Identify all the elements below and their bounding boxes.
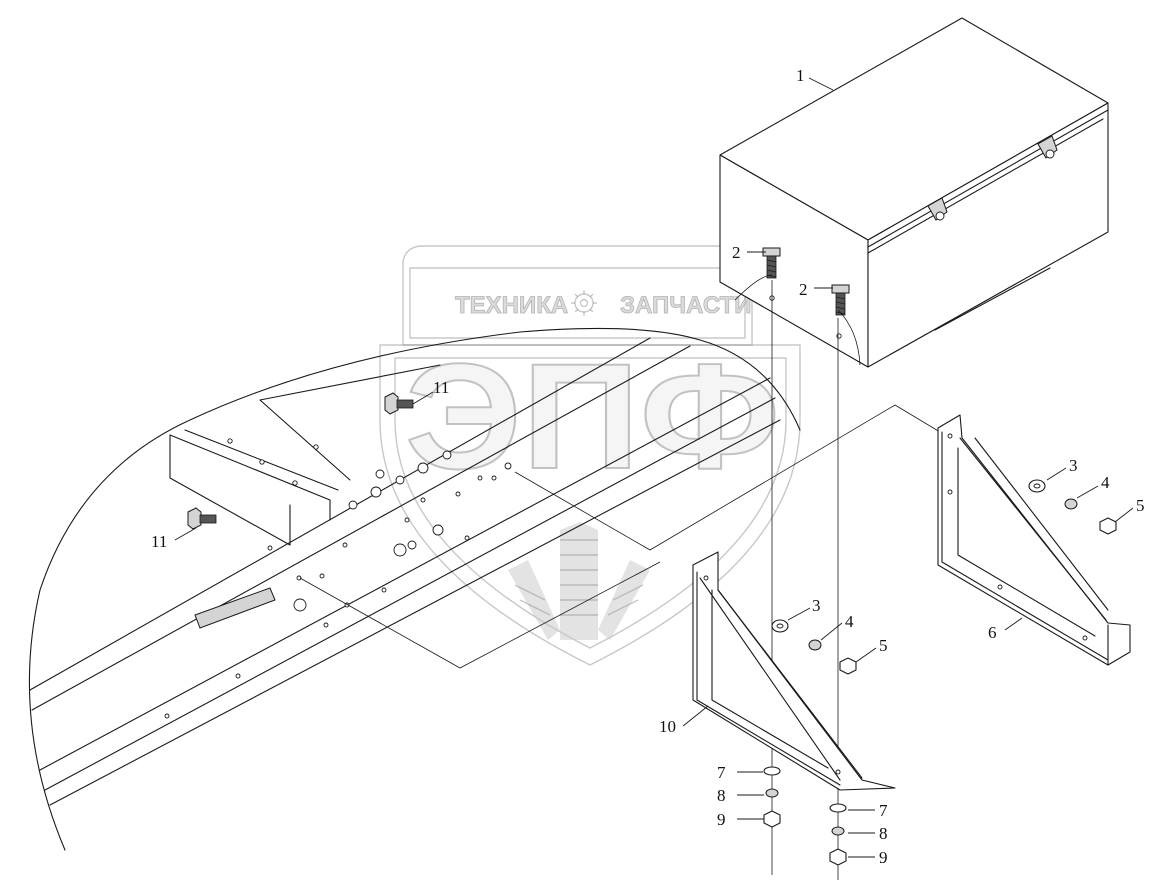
callout-4: 4 bbox=[1101, 473, 1110, 492]
nut bbox=[839, 657, 857, 675]
nut bbox=[763, 810, 781, 828]
callout-9: 9 bbox=[879, 848, 888, 867]
washer bbox=[763, 766, 781, 776]
callout-5: 5 bbox=[879, 636, 888, 655]
lock-washer bbox=[831, 826, 845, 836]
callout-9: 9 bbox=[717, 810, 726, 829]
callout-8: 8 bbox=[717, 786, 726, 805]
bolt bbox=[762, 247, 781, 279]
callout-8: 8 bbox=[879, 824, 888, 843]
watermark: ТЕХНИКА ЗАПЧАСТИ ЭПФ bbox=[379, 245, 801, 666]
frame-rail bbox=[28, 327, 801, 851]
callout-labels: 1 2 2 3 4 5 3 4 5 6 7 8 9 7 8 9 10 11 11 bbox=[151, 66, 1145, 867]
wheat-emblem bbox=[508, 522, 650, 640]
reference-lines bbox=[299, 404, 951, 669]
watermark-text-left: ТЕХНИКА bbox=[455, 292, 568, 319]
callout-2: 2 bbox=[799, 280, 808, 299]
bracket-10 bbox=[692, 551, 896, 791]
callout-2: 2 bbox=[732, 243, 741, 262]
nut bbox=[829, 848, 847, 866]
bolt bbox=[187, 507, 217, 530]
bracket-6 bbox=[937, 414, 1131, 666]
latch-icon bbox=[1037, 135, 1058, 159]
watermark-text-right: ЗАПЧАСТИ bbox=[620, 292, 752, 319]
nut bbox=[1099, 517, 1117, 535]
callout-4: 4 bbox=[845, 612, 854, 631]
gear-icon bbox=[571, 290, 597, 316]
tool-box bbox=[719, 17, 1109, 368]
callout-11: 11 bbox=[433, 378, 449, 397]
lock-washer bbox=[765, 788, 779, 798]
cable bbox=[837, 309, 861, 366]
leader-lines bbox=[174, 77, 1134, 858]
bolt bbox=[831, 284, 850, 316]
callout-7: 7 bbox=[717, 763, 726, 782]
callout-11: 11 bbox=[151, 532, 167, 551]
callout-3: 3 bbox=[1069, 456, 1078, 475]
callout-10: 10 bbox=[659, 717, 676, 736]
callout-3: 3 bbox=[812, 596, 821, 615]
lock-washer bbox=[808, 639, 822, 651]
cable bbox=[734, 274, 773, 301]
callout-1: 1 bbox=[796, 66, 805, 85]
callout-6: 6 bbox=[988, 623, 997, 642]
callout-7: 7 bbox=[879, 801, 888, 820]
latch-icon bbox=[927, 197, 948, 221]
lock-washer bbox=[1064, 498, 1078, 510]
watermark-logo-letters: ЭПФ bbox=[405, 332, 780, 500]
washer bbox=[829, 803, 847, 813]
callout-5: 5 bbox=[1136, 496, 1145, 515]
